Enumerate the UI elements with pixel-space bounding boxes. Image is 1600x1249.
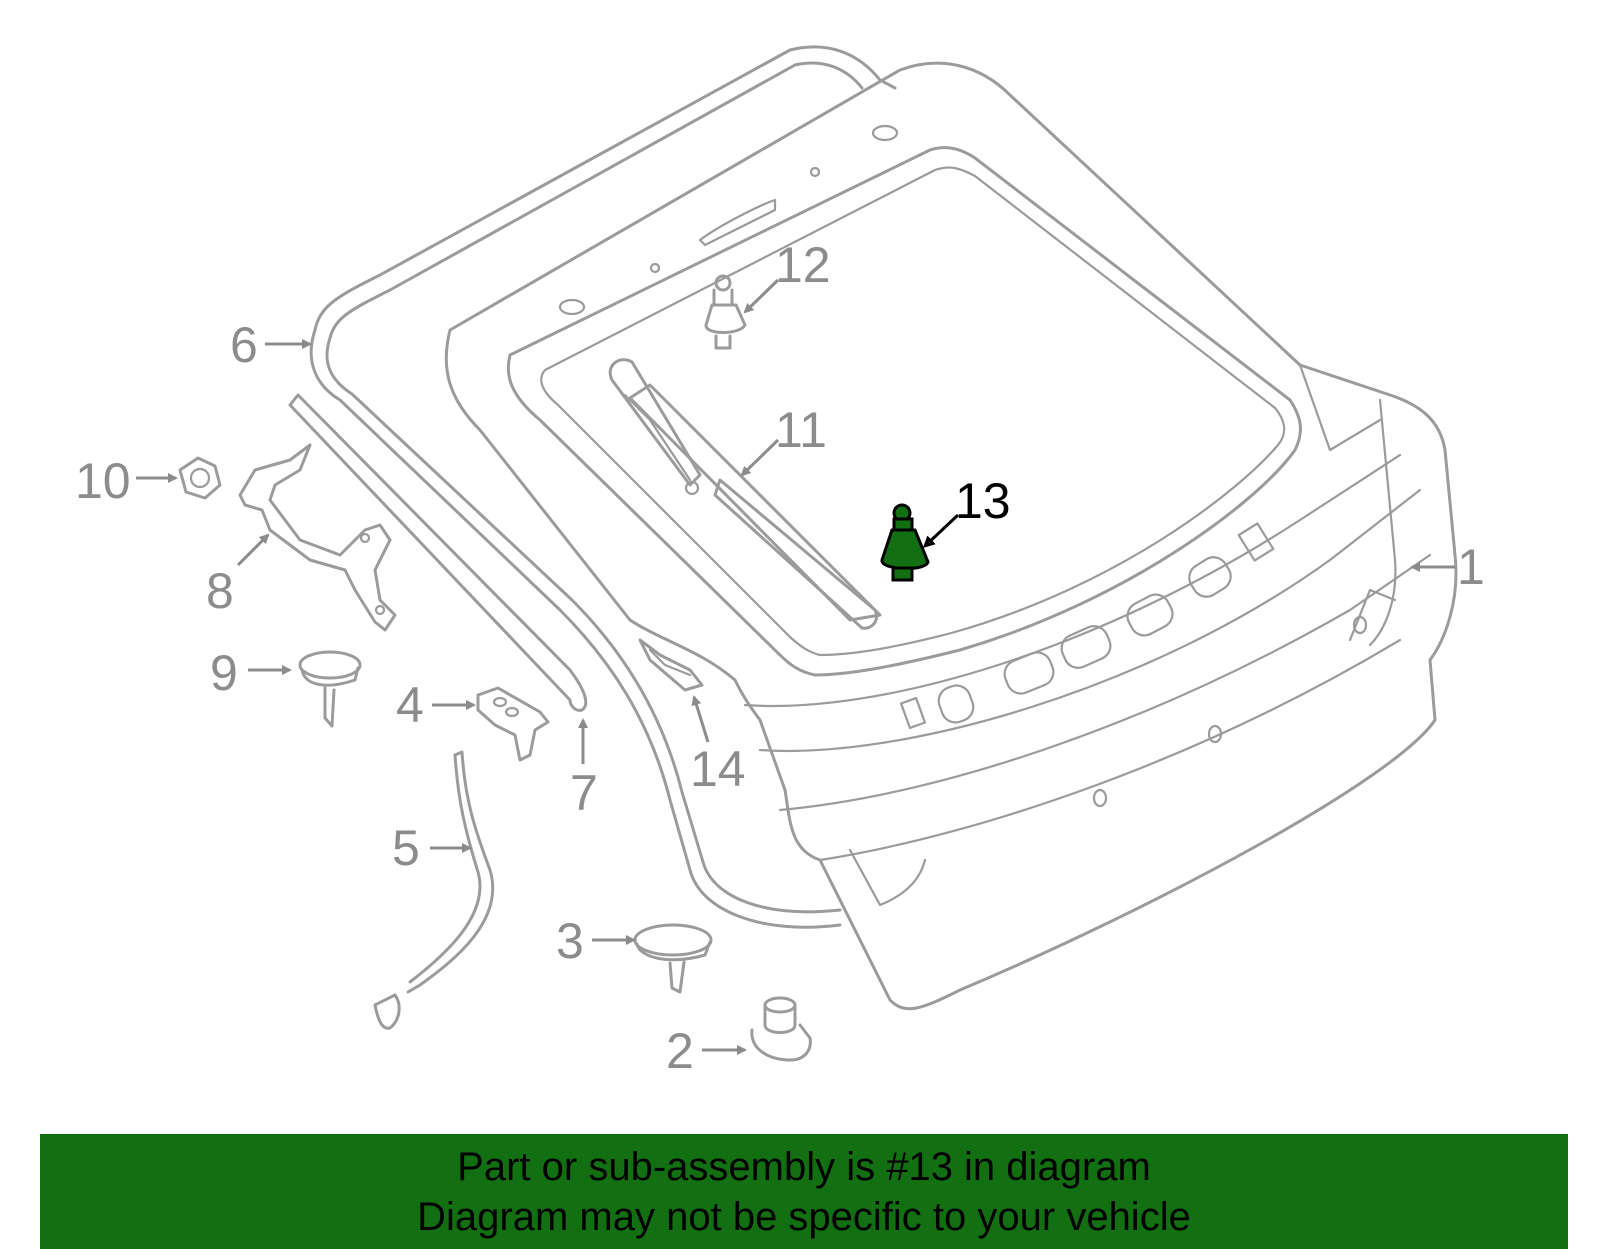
nut-10	[178, 456, 222, 500]
callout-arrow-11	[740, 438, 780, 477]
gas-strut	[608, 358, 882, 630]
bumper-13-highlighted	[880, 503, 930, 582]
clip-3	[633, 923, 713, 994]
callout-arrow-14	[691, 695, 710, 743]
seal-outline	[309, 45, 897, 929]
callout-label-13: 13	[955, 473, 1011, 529]
hinge-8	[238, 443, 397, 632]
banner-line-2: Diagram may not be specific to your vehi…	[417, 1195, 1191, 1239]
callout-label-10: 10	[75, 453, 131, 509]
bumper-12	[704, 274, 747, 350]
callout-arrow-12	[743, 278, 780, 314]
bumper-2	[750, 996, 812, 1062]
callout-label-8: 8	[206, 563, 234, 619]
parts-diagram: 1 2 3 4 5 6 7 8 9 10 11 12 13 14	[75, 45, 1485, 1079]
callout-label-7: 7	[570, 765, 598, 821]
weatherstrip-7	[288, 393, 588, 712]
banner-line-1: Part or sub-assembly is #13 in diagram	[457, 1145, 1151, 1189]
callout-label-6: 6	[230, 317, 258, 373]
bracket-4	[476, 686, 550, 762]
tailgate-outline	[444, 61, 1458, 1011]
callout-label-12: 12	[775, 237, 831, 293]
callout-arrow-13	[922, 513, 960, 549]
callout-label-1: 1	[1457, 539, 1485, 595]
callout-arrow-8	[236, 533, 270, 567]
callout-label-2: 2	[666, 1023, 694, 1079]
bracket-14	[638, 638, 704, 692]
clip-9	[298, 650, 362, 728]
callout-label-11: 11	[775, 402, 827, 458]
callout-label-4: 4	[396, 677, 424, 733]
callout-label-3: 3	[556, 913, 584, 969]
info-banner: Part or sub-assembly is #13 in diagram D…	[40, 1134, 1568, 1249]
cable-5	[373, 750, 495, 1030]
callout-label-9: 9	[210, 645, 238, 701]
callout-label-14: 14	[690, 741, 746, 797]
callout-label-5: 5	[392, 820, 420, 876]
